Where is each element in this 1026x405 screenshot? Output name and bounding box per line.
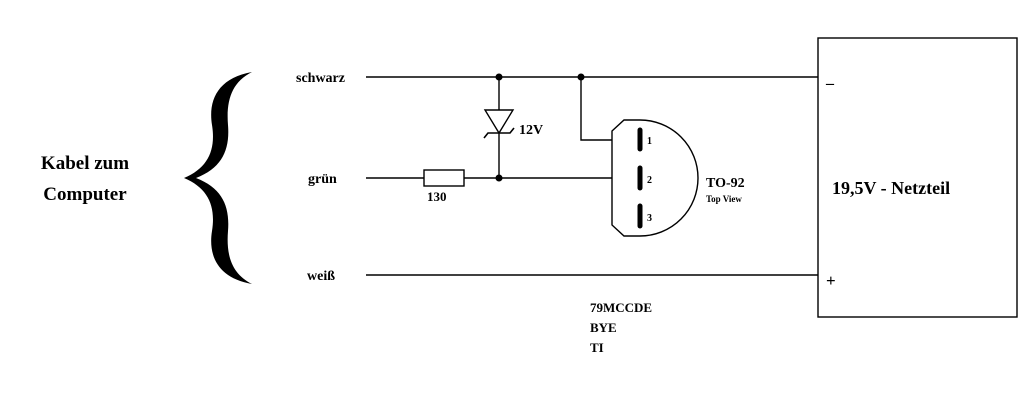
resistor [423,169,465,187]
wire-label-weiss: weiß [307,269,335,284]
package-view-label: Top View [706,194,742,204]
resistor-value: 130 [427,189,447,204]
junction-dot [495,174,503,182]
chip-marking-line2: BYE [590,320,617,335]
terminal-plus: + [826,271,836,290]
pin-1-label: 1 [647,136,652,147]
cable-label-line2: Computer [43,184,127,205]
chip-marking-line1: 79MCCDE [590,300,652,315]
curly-brace [184,72,252,284]
pin-2-label: 2 [647,175,652,186]
diode-label: 12V [519,123,543,138]
zener-bar [483,127,515,139]
wire-label-schwarz: schwarz [296,71,345,86]
zener-diode [483,109,515,135]
terminal-minus: – [825,75,835,92]
power-supply-label: 19,5V - Netzteil [832,178,950,198]
cable-label-line1: Kabel zum [41,153,129,174]
to92-package [611,119,699,237]
package-label: TO-92 [706,176,745,191]
wire-label-gruen: grün [308,172,337,187]
chip-marking-line3: TI [590,340,604,355]
pin-3-label: 3 [647,213,652,224]
power-supply-box [817,37,1018,318]
junction-dot [495,73,503,81]
